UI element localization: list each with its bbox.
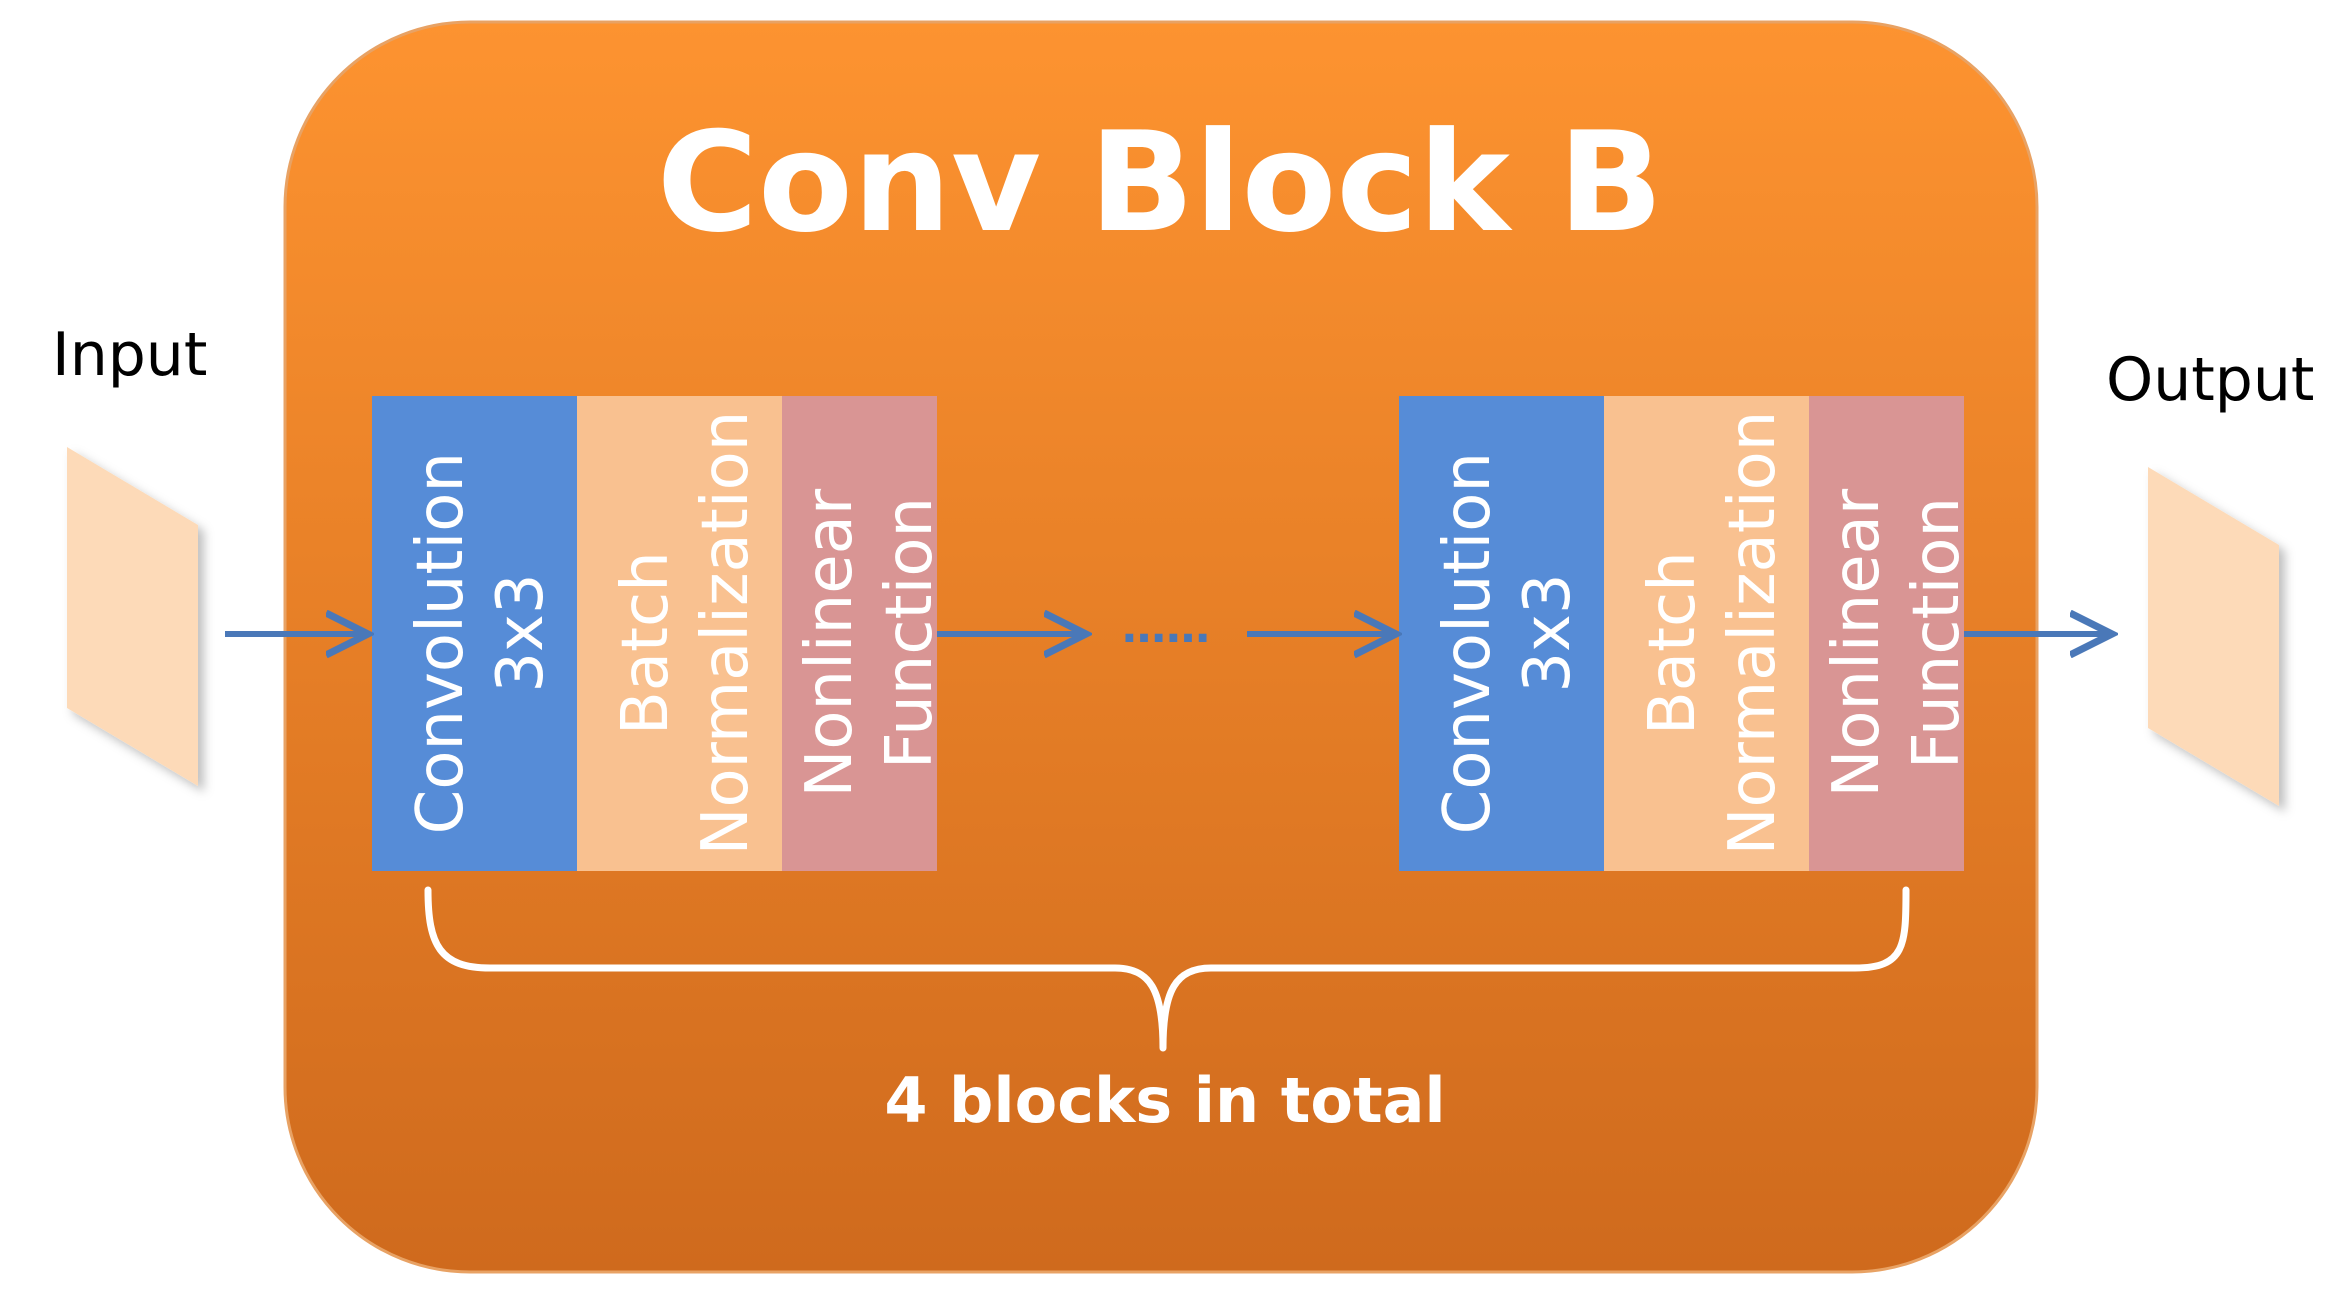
output-feature-map (2148, 467, 2279, 806)
ellipsis-dots: …… (1122, 602, 1210, 653)
repeat-brace (424, 886, 1910, 1052)
input-label: Input (52, 320, 207, 390)
input-feature-map (67, 447, 198, 786)
repeat-label: 4 blocks in total (884, 1064, 1445, 1137)
stage-1-batch-norm-layer (577, 396, 782, 871)
stage-2-nonlinear-label: Nonlinear Function (1820, 469, 1974, 798)
stage-1: Convolution 3x3 Batch Normalization Nonl… (372, 396, 947, 871)
stage-2-convolution-layer (1399, 396, 1604, 871)
conv-block-container (283, 20, 2039, 1274)
stage-2-convolution-label: Convolution 3x3 (1431, 432, 1585, 835)
block-title: Conv Block B (657, 102, 1663, 263)
stage-2-batch-norm-label: Batch Normalization (1636, 411, 1790, 856)
stage-1-nonlinear-layer (782, 396, 937, 871)
stage-1-nonlinear-label: Nonlinear Function (793, 469, 947, 798)
stage-2-nonlinear-layer (1809, 396, 1964, 871)
stage-1-batch-norm-label: Batch Normalization (609, 411, 763, 856)
output-label: Output (2106, 345, 2314, 415)
stage-2: Convolution 3x3 Batch Normalization Nonl… (1399, 396, 1974, 871)
stage-2-batch-norm-layer (1604, 396, 1809, 871)
stage-1-convolution-label: Convolution 3x3 (404, 432, 558, 835)
stage-1-convolution-layer (372, 396, 577, 871)
